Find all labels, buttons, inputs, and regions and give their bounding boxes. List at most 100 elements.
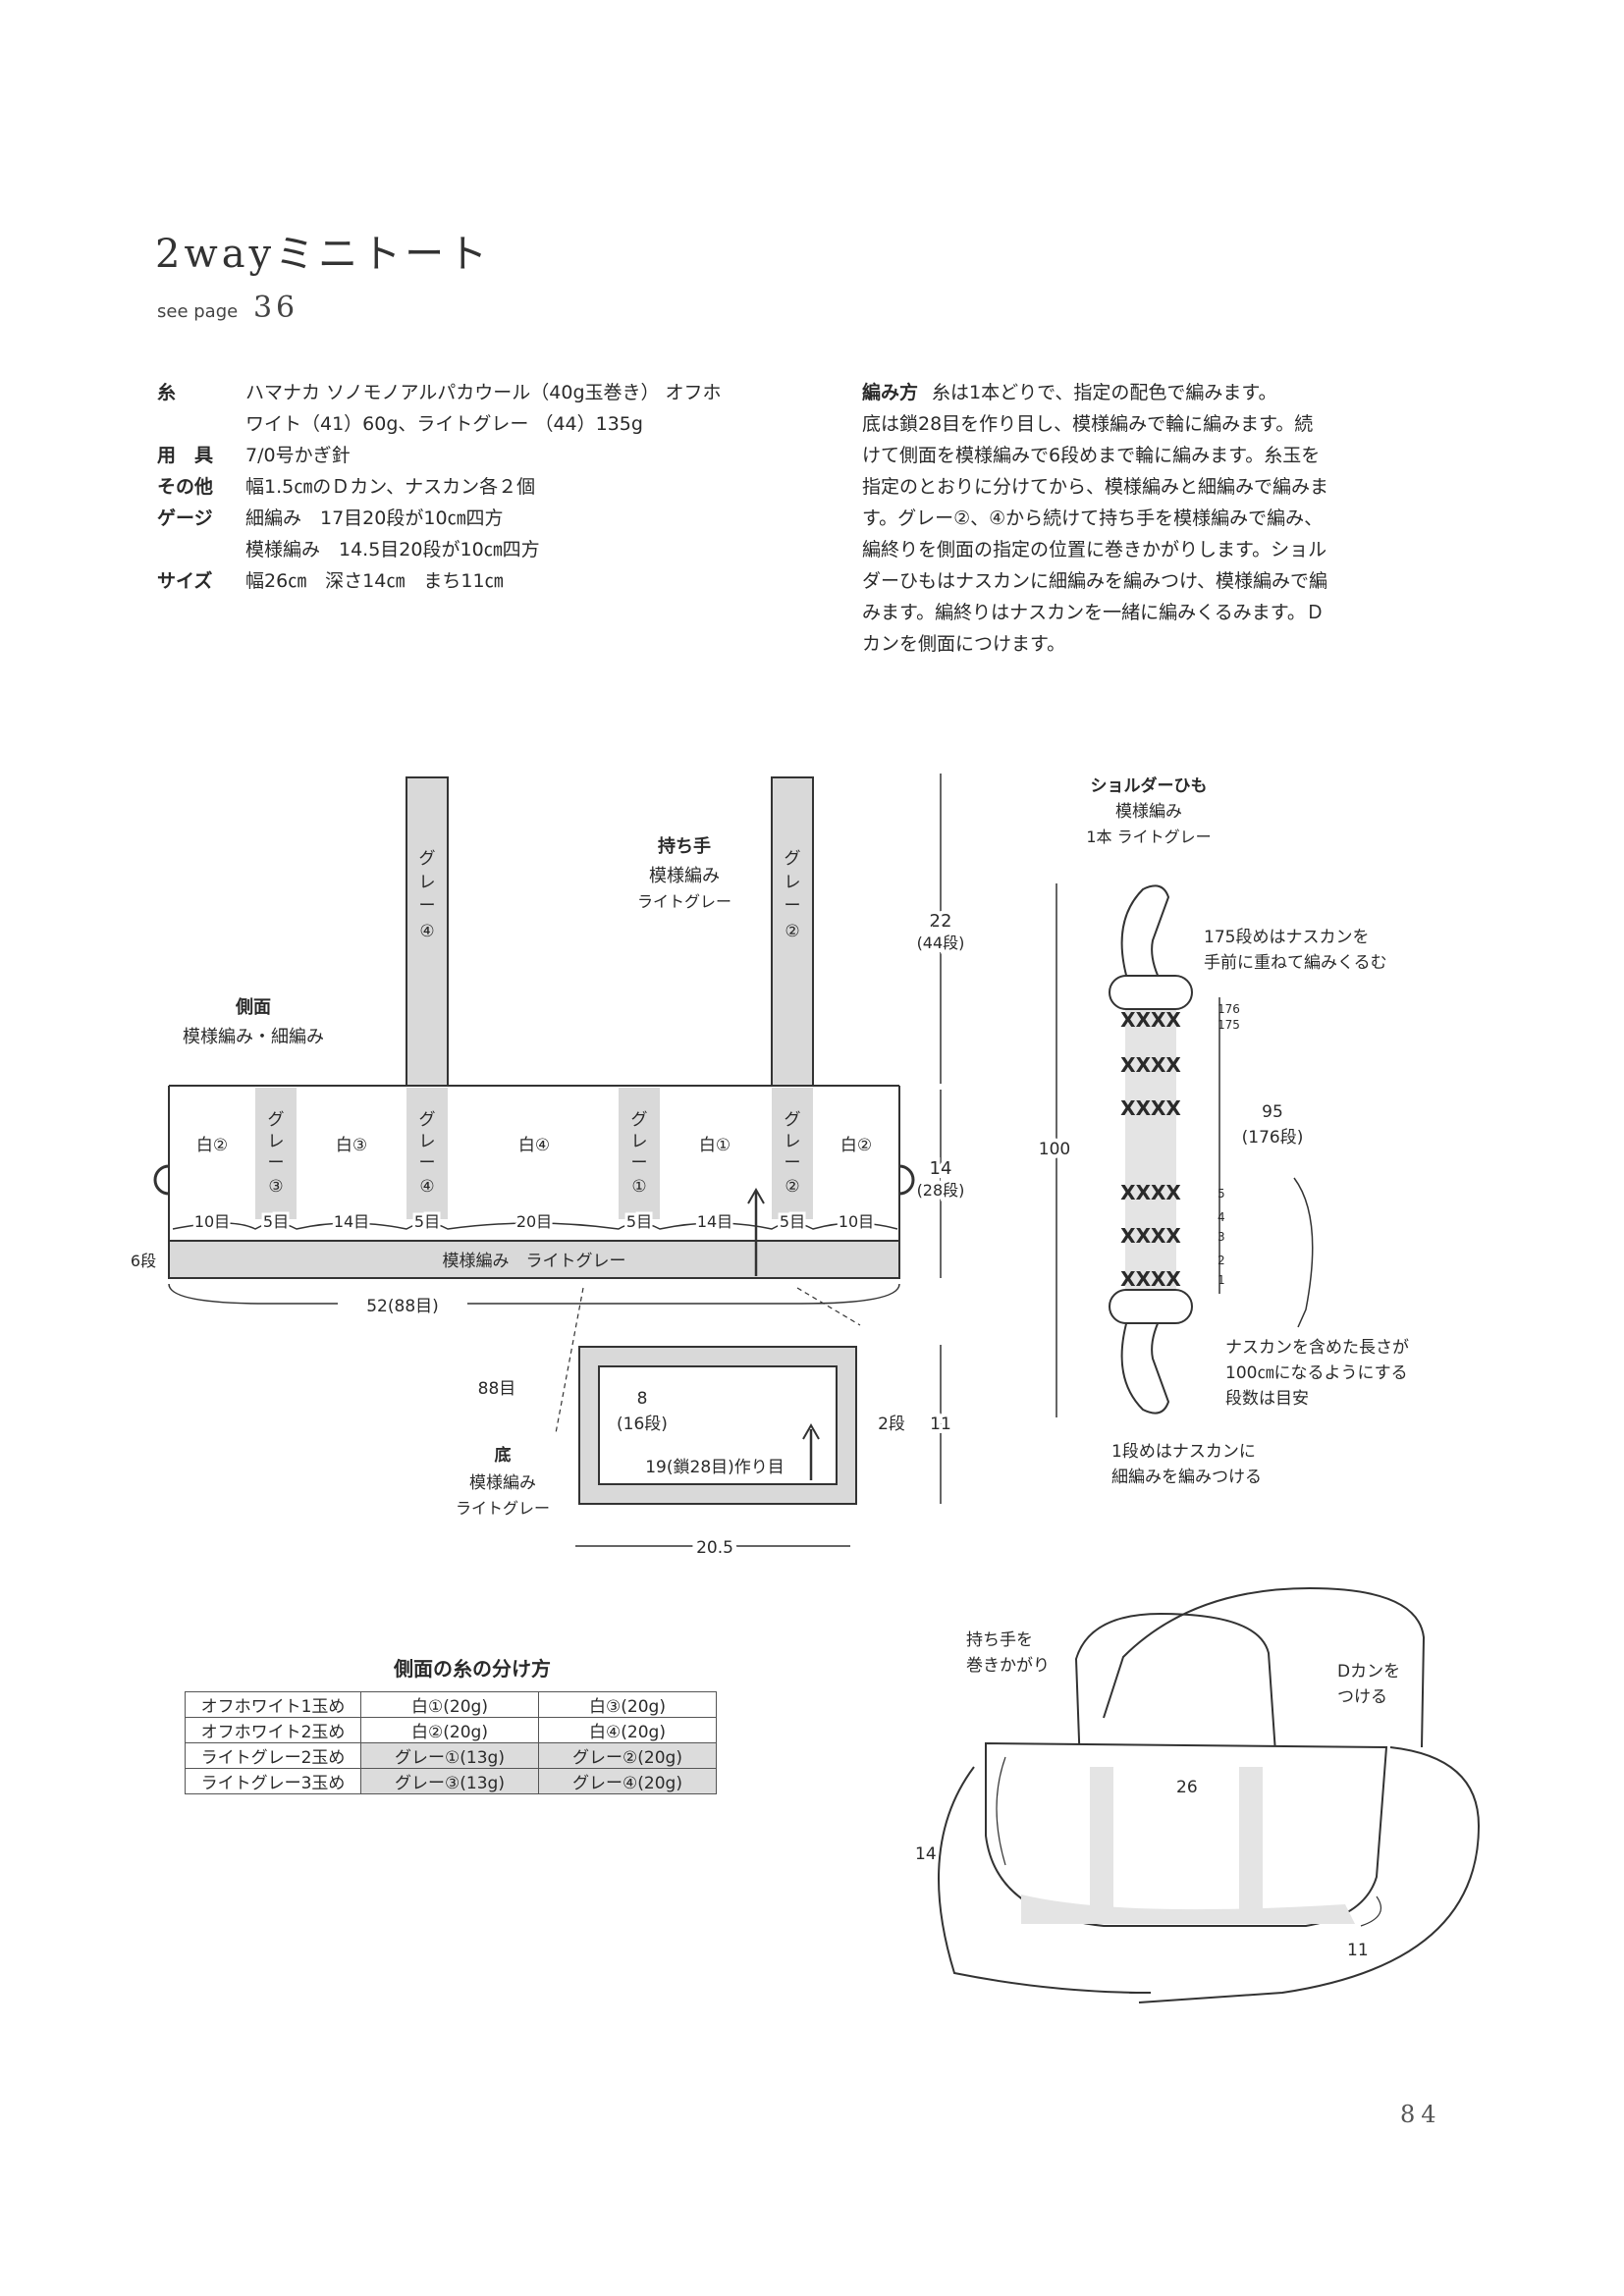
spec-yarn: 糸 ハマナカ ソノモノアルパカウール（40g玉巻き） オフホワイト（41）60g… — [157, 377, 805, 440]
spec-label: サイズ — [157, 570, 213, 592]
bag-depth: 11 — [1347, 1941, 1369, 1960]
d-ring-left — [153, 1164, 170, 1196]
strap-note-top: 手前に重ねて編みくるむ — [1204, 953, 1387, 973]
bag-dring-note: つける — [1337, 1687, 1387, 1707]
table-cell: グレー②(20g) — [538, 1742, 717, 1769]
side-section: 白② — [196, 1136, 228, 1155]
strap-note-bottom: 1段めはナスカンに — [1111, 1442, 1256, 1462]
stitch-count: 5目 — [626, 1212, 652, 1231]
side-gray-label: ー — [268, 1153, 285, 1173]
strap-row-bottom: 4 — [1218, 1210, 1225, 1224]
table-row: オフホワイト2玉め 白②(20g) 白④(20g) — [185, 1717, 717, 1743]
handle-height: 22 — [930, 911, 952, 932]
side-section: 白② — [840, 1136, 872, 1155]
stitch-count: 14目 — [697, 1212, 732, 1231]
handle-right-label: ② — [785, 922, 799, 941]
handle-left-label: グ — [419, 849, 436, 869]
table-cell: 白③(20g) — [538, 1691, 717, 1718]
side-gray-label: ④ — [419, 1177, 434, 1197]
strap-clasp-top — [1120, 884, 1170, 987]
side-section: 白③ — [336, 1136, 367, 1155]
bag-height: 14 — [915, 1844, 937, 1864]
method-line: けて側面を模様編みで6段めまで輪に編みます。糸玉を — [862, 445, 1321, 466]
see-page-label: see page — [157, 301, 239, 322]
bag-handle-back — [1103, 1586, 1426, 1748]
strap-note-top: 175段めはナスカンを — [1204, 928, 1369, 947]
side-section: 白④ — [518, 1136, 550, 1155]
stitch-count: 20目 — [516, 1212, 552, 1231]
strap-row-bottom: 5 — [1218, 1187, 1225, 1201]
method-line: す。グレー②、④から続けて持ち手を模様編みで編み、 — [862, 507, 1324, 529]
table-cell: 白④(20g) — [538, 1717, 717, 1743]
handle-left — [406, 776, 449, 1087]
table-cell: 白②(20g) — [360, 1717, 539, 1743]
yarn-table: オフホワイト1玉め 白①(20g) 白③(20g) オフホワイト2玉め 白②(2… — [185, 1691, 717, 1794]
side-gray-label: ③ — [268, 1177, 283, 1197]
page-number: 84 — [1400, 2101, 1442, 2128]
side-gray-label: ー — [419, 1153, 436, 1173]
strap-color: 1本 ライトグレー — [1086, 828, 1211, 846]
stitch-symbols: XXXX — [1120, 1008, 1181, 1032]
see-page-ref: see page 36 — [157, 291, 298, 325]
bag-width: 26 — [1176, 1778, 1198, 1797]
stitch-count: 5目 — [263, 1212, 289, 1231]
stitch-symbols: XXXX — [1120, 1181, 1181, 1204]
strap-row-top: 175 — [1218, 1018, 1240, 1032]
side-gray-label: グ — [785, 1110, 801, 1130]
strap-length-rows: (176段) — [1242, 1128, 1304, 1148]
method-label: 編み方 — [862, 382, 919, 403]
handle-title: 持ち手 — [658, 835, 711, 857]
side-gray-label: ① — [631, 1177, 646, 1197]
strap-row-bottom: 1 — [1218, 1273, 1225, 1287]
side-gray-label: グ — [268, 1110, 285, 1130]
side-section: 白① — [699, 1136, 731, 1155]
side-gray-label: グ — [419, 1110, 436, 1130]
table-row: オフホワイト1玉め 白①(20g) 白③(20g) — [185, 1691, 717, 1718]
spec-label: ゲージ — [157, 507, 213, 529]
see-page-number: 36 — [252, 291, 299, 325]
d-ring-right — [898, 1164, 915, 1196]
side-gray-label: レ — [785, 1132, 801, 1151]
side-gray-label: ② — [785, 1177, 799, 1197]
side-gray-label: ー — [785, 1153, 801, 1173]
handle-right-label: ー — [785, 896, 801, 916]
table-cell: オフホワイト2玉め — [185, 1717, 361, 1743]
bag-body — [985, 1741, 1388, 1927]
table-row: ライトグレー2玉め グレー①(13g) グレー②(20g) — [185, 1742, 717, 1769]
spec-tools: 用 具 7/0号かぎ針 — [157, 440, 805, 471]
strap-note-right: ナスカンを含めた長さが — [1225, 1338, 1409, 1358]
strap-clasp-bottom — [1120, 1312, 1170, 1415]
spec-line: 細編み 17目20段が10㎝四方 — [245, 507, 504, 529]
bag-handle-front — [1074, 1612, 1277, 1768]
table-cell: グレー①(13g) — [360, 1742, 539, 1769]
table-cell: ライトグレー2玉め — [185, 1742, 361, 1769]
stitch-symbols: XXXX — [1120, 1224, 1181, 1248]
side-height: 14 — [930, 1158, 952, 1179]
side-gray-3 — [255, 1088, 297, 1219]
table-cell: 白①(20g) — [360, 1691, 539, 1718]
spec-size: サイズ 幅26㎝ 深さ14㎝ まち11㎝ — [157, 565, 805, 597]
table-cell: グレー④(20g) — [538, 1768, 717, 1794]
bottom-stitch: 模様編み — [469, 1473, 536, 1493]
method-line: 編終りを側面の指定の位置に巻きかがりします。ショル — [862, 539, 1327, 561]
bottom-height: 8 — [637, 1389, 648, 1409]
handle-color: ライトグレー — [637, 892, 731, 911]
side-bottom-band — [168, 1240, 900, 1279]
spec-label: その他 — [157, 476, 214, 498]
strap-row-bottom: 3 — [1218, 1230, 1225, 1244]
side-gray-label: ー — [631, 1153, 648, 1173]
side-width: 52(88目) — [366, 1297, 439, 1316]
yarn-table-title: 側面の糸の分け方 — [394, 1657, 551, 1681]
handle-right — [771, 776, 814, 1087]
bottom-width: 20.5 — [696, 1538, 733, 1558]
table-cell: オフホワイト1玉め — [185, 1691, 361, 1718]
method-line: みます。編終りはナスカンを一緒に編みくるみます。Ｄ — [862, 602, 1325, 623]
spec-line: 幅1.5㎝のＤカン、ナスカン各２個 — [245, 476, 536, 498]
materials-spec: 糸 ハマナカ ソノモノアルパカウール（40g玉巻き） オフホワイト（41）60g… — [157, 377, 805, 597]
strap-stitch: 模様編み — [1115, 802, 1182, 822]
stitch-count: 5目 — [780, 1212, 805, 1231]
stitch-count: 5目 — [414, 1212, 440, 1231]
handle-stitch: 模様編み — [649, 866, 720, 886]
band-label: 模様編み ライトグレー — [443, 1252, 626, 1271]
